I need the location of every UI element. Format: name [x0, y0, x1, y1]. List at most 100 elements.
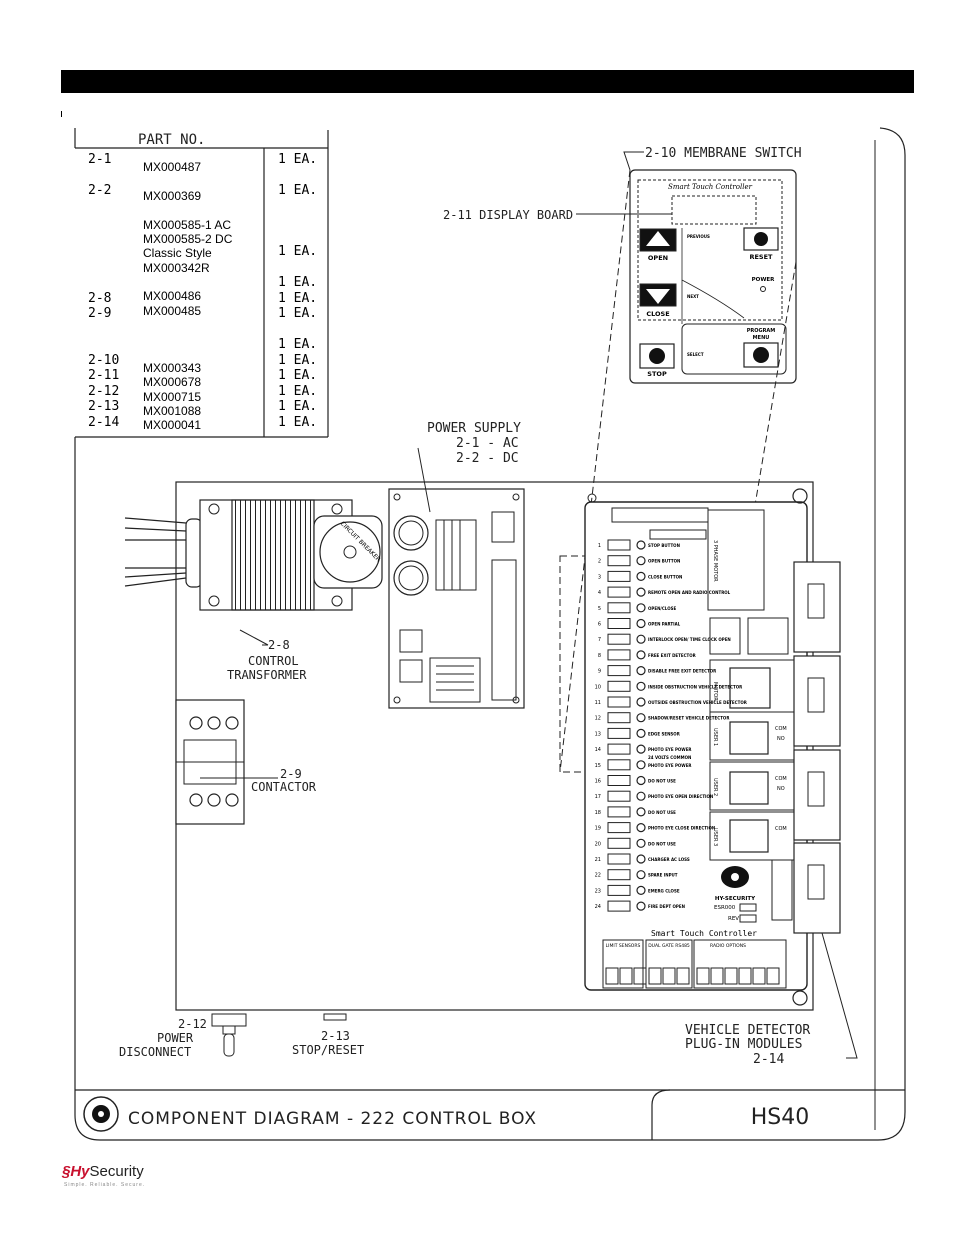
svg-text:3 PHASE MOTOR: 3 PHASE MOTOR — [712, 540, 718, 582]
svg-text:HY-SECURITY: HY-SECURITY — [715, 896, 756, 902]
up-arrow-icon — [646, 231, 670, 246]
input-number: 9 — [598, 669, 601, 675]
svg-text:PREVIOUS: PREVIOUS — [687, 234, 710, 239]
part-classic: Classic Style — [143, 246, 212, 260]
svg-text:RESET: RESET — [749, 253, 773, 261]
svg-text:CLOSE: CLOSE — [646, 310, 669, 318]
terminal-block — [607, 790, 631, 802]
input-number: 16 — [595, 779, 601, 785]
input-label: FREE EXIT DETECTOR — [648, 653, 696, 658]
membrane-switch-panel: Smart Touch Controller OPEN CLOSE RESET … — [629, 169, 797, 384]
svg-text:2-9: 2-9 — [280, 767, 302, 781]
input-led-icon — [636, 728, 646, 739]
input-number: 24 — [595, 904, 601, 910]
terminal-block — [607, 806, 631, 818]
terminal-block — [607, 649, 631, 661]
svg-text:CONTACTOR: CONTACTOR — [251, 780, 317, 794]
item-2-8: 2-8 — [88, 291, 111, 306]
input-led-icon — [636, 822, 646, 833]
svg-text:USER 2: USER 2 — [712, 778, 718, 796]
qty-2-8: 1 EA. — [278, 291, 317, 306]
terminal-block — [607, 570, 631, 582]
input-label: PHOTO EYE POWER — [648, 763, 692, 768]
terminal-screw — [619, 967, 633, 985]
hysecurity-logo: §HySecurity Simple. Reliable. Secure. — [62, 1163, 146, 1188]
input-number: 2 — [598, 559, 601, 565]
input-led-icon — [636, 571, 646, 582]
terminal-block — [607, 884, 631, 896]
callout-power-supply: POWER SUPPLY — [427, 421, 521, 436]
qty-membrane: 1 EA. — [278, 244, 317, 259]
input-number: 13 — [595, 731, 601, 737]
input-led-icon — [636, 603, 646, 613]
input-led-icon — [636, 838, 646, 848]
header-bar — [61, 70, 914, 93]
part-ac: MX000585-1 AC — [143, 218, 231, 232]
input-label: DO NOT USE — [648, 810, 676, 815]
input-led-icon — [636, 885, 646, 896]
svg-text:COM: COM — [775, 776, 787, 782]
input-led-icon — [636, 665, 646, 676]
input-label: SHADOW/RESET VEHICLE DETECTOR — [648, 716, 729, 721]
svg-text:POWER: POWER — [752, 277, 776, 283]
svg-text:DUAL GATE RS485: DUAL GATE RS485 — [648, 943, 690, 949]
input-label: OPEN BUTTON — [648, 559, 680, 564]
parts-table: PART NO. 2-1 MX000487 1 EA. 2-2 MX000369… — [75, 130, 329, 438]
terminal-block — [607, 853, 631, 865]
input-led-icon — [636, 634, 646, 644]
input-number: 7 — [598, 637, 601, 643]
input-number: 11 — [595, 700, 601, 706]
input-number: 4 — [598, 590, 601, 596]
svg-text:USER 1: USER 1 — [712, 728, 718, 746]
input-number: 23 — [595, 888, 601, 894]
qty-2-1: 1 EA. — [278, 152, 317, 167]
margin-mark — [61, 111, 62, 117]
model-number: HS40 — [751, 1105, 810, 1130]
diagram-title: COMPONENT DIAGRAM - 222 CONTROL BOX — [128, 1109, 537, 1129]
part-dc: MX000585-2 DC — [143, 232, 233, 246]
item-2-14: 2-14 — [88, 415, 119, 430]
input-label: EMERG CLOSE — [648, 888, 680, 893]
item-2-12: 2-12 — [88, 384, 119, 399]
svg-text:OPEN: OPEN — [648, 254, 668, 262]
terminal-block — [607, 539, 631, 551]
input-number: 8 — [598, 653, 601, 659]
item-2-13: 2-13 — [88, 399, 119, 414]
terminal-screw — [752, 967, 766, 985]
terminal-screw — [696, 967, 710, 985]
input-number: 18 — [595, 810, 601, 816]
input-label: CLOSE BUTTON — [648, 574, 682, 579]
svg-text:MOTOR: MOTOR — [712, 682, 718, 701]
svg-text:TRANSFORMER: TRANSFORMER — [227, 668, 307, 682]
item-2-1: 2-1 — [88, 152, 111, 167]
input-led-icon — [636, 618, 646, 629]
terminal-block — [607, 822, 631, 834]
svg-text:STOP: STOP — [647, 370, 667, 378]
qty-2-2: 1 EA. — [278, 183, 317, 198]
terminal-block — [607, 618, 631, 629]
terminal-blocks — [605, 967, 780, 985]
input-led-icon — [636, 775, 646, 786]
parts-table-header: PART NO. — [138, 132, 205, 148]
svg-text:2-8: 2-8 — [268, 638, 290, 652]
terminal-block — [607, 900, 631, 912]
input-led-icon — [636, 807, 646, 817]
terminal-screw — [766, 967, 780, 985]
input-label: STOP BUTTON — [648, 543, 680, 548]
control-transformer: CIRCUIT BREAKER — [124, 499, 383, 611]
svg-text:2-1 - AC: 2-1 - AC — [456, 436, 519, 451]
callout-display-board: 2-11 DISPLAY BOARD — [443, 208, 573, 222]
terminal-block — [607, 759, 631, 771]
input-label: FIRE DEPT OPEN — [648, 904, 685, 909]
part-2-14: MX000041 — [143, 418, 201, 432]
input-label: REMOTE OPEN AND RADIO CONTROL — [648, 590, 731, 595]
qty-342r: 1 EA. — [278, 275, 317, 290]
input-led-icon — [636, 556, 646, 566]
item-2-11: 2-11 — [88, 368, 119, 383]
input-number: 12 — [595, 716, 601, 722]
callout-membrane-switch: 2-10 MEMBRANE SWITCH — [645, 146, 802, 161]
terminal-screw — [633, 967, 647, 985]
svg-text:COM: COM — [775, 726, 787, 732]
terminal-block — [607, 869, 631, 881]
qty-2-9: 1 EA. — [278, 306, 317, 321]
